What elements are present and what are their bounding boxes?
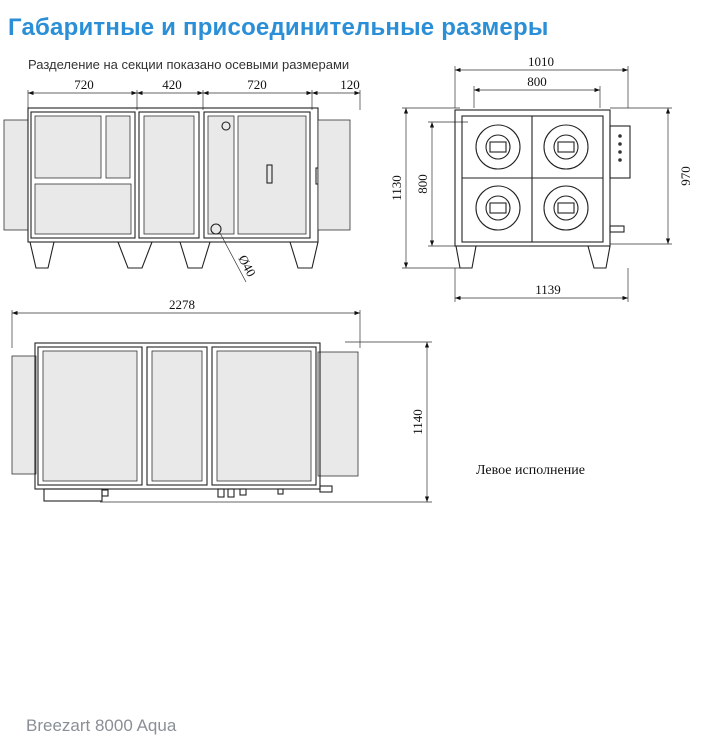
dim-720-b: 720 bbox=[247, 77, 267, 92]
left-version-note: Левое исполнение bbox=[476, 463, 585, 478]
section-note: Разделение на секции показано осевыми ра… bbox=[28, 57, 350, 72]
dim-diameter: Ø40 bbox=[235, 252, 259, 279]
page-title: Габаритные и присоединительные размеры bbox=[8, 14, 549, 41]
model-name: Breezart 8000 Aqua bbox=[26, 716, 177, 735]
dim-2278: 2278 bbox=[169, 297, 195, 312]
dim-800-h: 800 bbox=[415, 174, 430, 194]
dim-1139: 1139 bbox=[535, 282, 561, 297]
dim-1140: 1140 bbox=[410, 409, 425, 435]
dim-800-w: 800 bbox=[527, 74, 547, 89]
dim-420: 420 bbox=[162, 77, 182, 92]
fan-icon bbox=[543, 124, 589, 170]
front-view: 720 420 720 120 Ø40 bbox=[3, 77, 361, 283]
fan-icon bbox=[543, 185, 589, 231]
dim-970: 970 bbox=[678, 166, 693, 186]
front-dimensions: 720 420 720 120 bbox=[27, 77, 361, 110]
dim-120: 120 bbox=[340, 77, 360, 92]
dim-720-a: 720 bbox=[74, 77, 94, 92]
dim-1010: 1010 bbox=[528, 54, 554, 69]
fan-icon bbox=[475, 185, 521, 231]
top-view: 2278 1140 Левое исполнение bbox=[11, 297, 585, 503]
fan-icon bbox=[475, 124, 521, 170]
dim-1130: 1130 bbox=[389, 175, 404, 201]
side-view: 1010 800 1130 800 970 bbox=[389, 54, 693, 302]
